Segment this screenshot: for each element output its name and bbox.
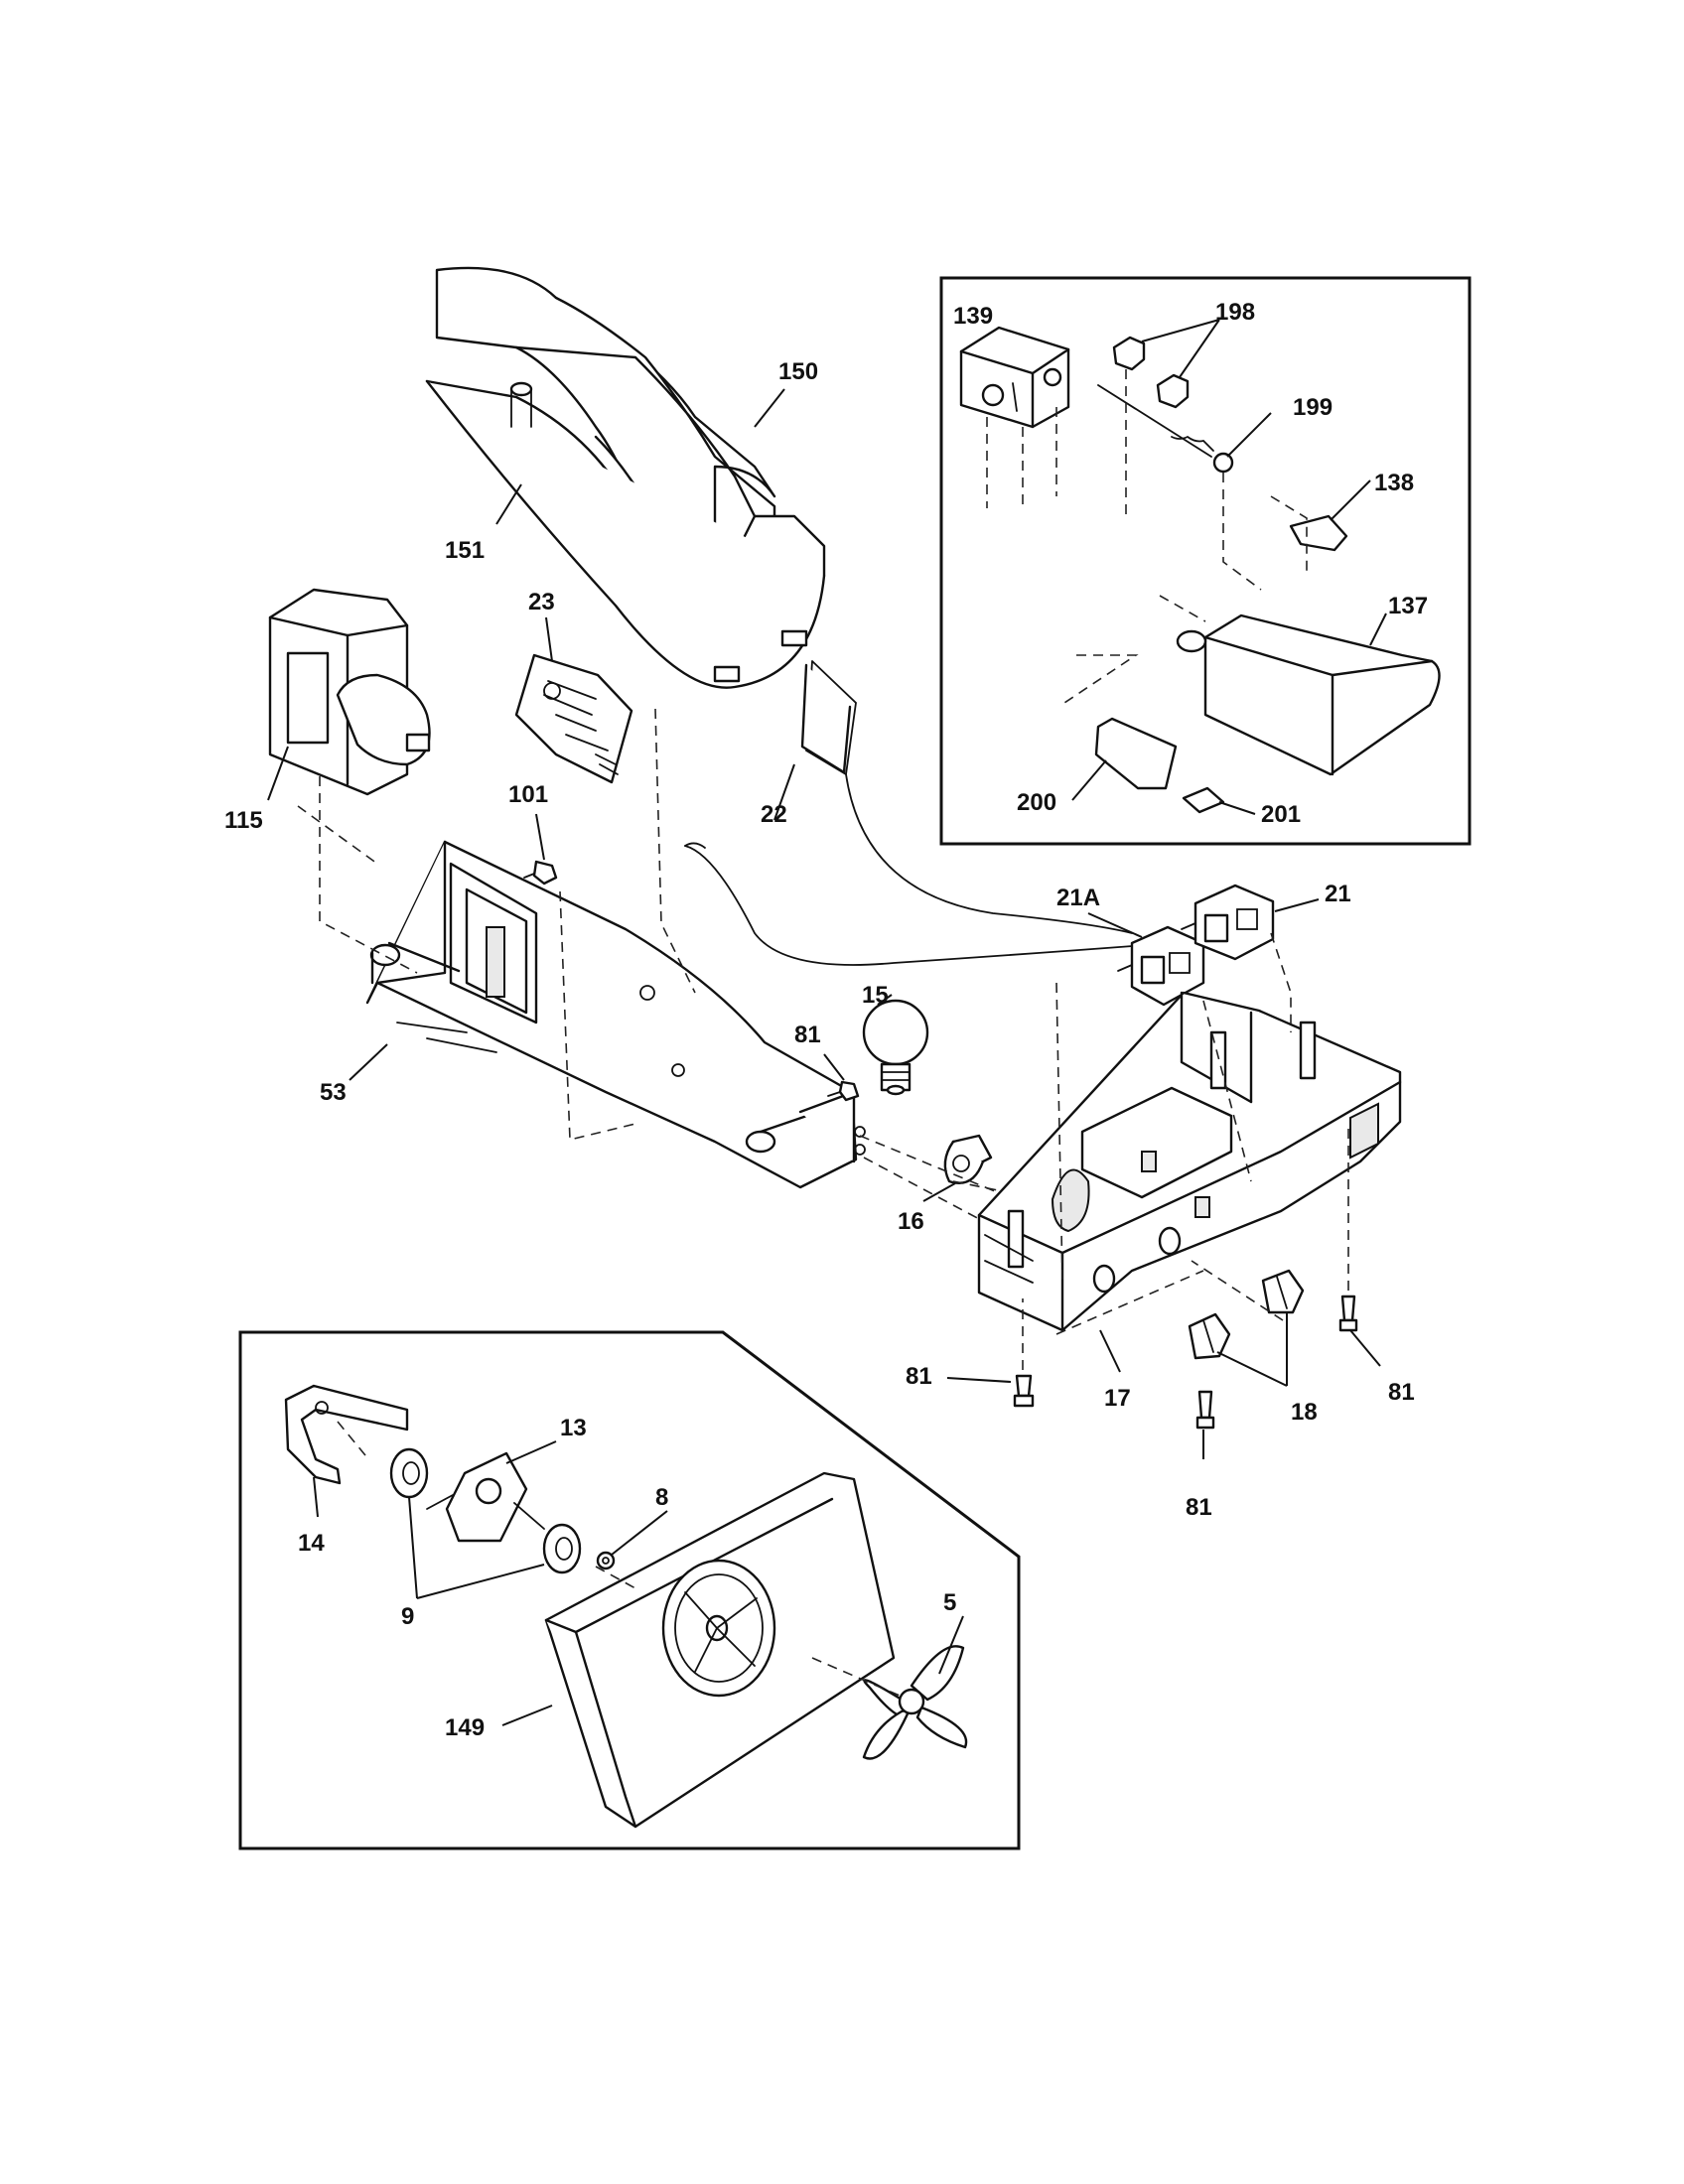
fan-blade-5-part bbox=[862, 1645, 968, 1760]
leader-115 bbox=[267, 746, 289, 801]
screw-81-mid bbox=[1195, 1390, 1215, 1430]
leader-138 bbox=[1330, 479, 1371, 521]
callout-53: 53 bbox=[320, 1079, 347, 1106]
solenoid-137-part bbox=[1176, 614, 1441, 776]
leader-137 bbox=[1369, 613, 1387, 646]
callout-21A: 21A bbox=[1056, 885, 1100, 911]
callout-labels: 150 151 139 198 199 138 137 200 201 23 1… bbox=[224, 299, 1428, 1741]
actuator-139-part bbox=[959, 326, 1070, 429]
wire-harness-part bbox=[684, 660, 1173, 966]
dispenser-housing-part bbox=[365, 840, 866, 1189]
lamp-socket-part bbox=[943, 1134, 993, 1184]
knob-18-right bbox=[1261, 1269, 1305, 1314]
leader-200 bbox=[1071, 759, 1107, 801]
switch-21a-part bbox=[1117, 925, 1205, 1007]
washer-8-part bbox=[596, 1551, 616, 1570]
dispenser-base-part bbox=[977, 991, 1402, 1332]
callout-15: 15 bbox=[862, 982, 889, 1009]
leader-53 bbox=[349, 1043, 388, 1081]
spring-rod-199-part bbox=[1097, 384, 1234, 474]
callout-5: 5 bbox=[943, 1589, 956, 1616]
callout-13: 13 bbox=[560, 1415, 587, 1441]
inset-box-fan bbox=[238, 1330, 1021, 1850]
callout-9: 9 bbox=[401, 1603, 414, 1630]
lever-138-part bbox=[1289, 514, 1348, 552]
callout-23: 23 bbox=[528, 589, 555, 615]
callout-150: 150 bbox=[778, 358, 818, 385]
callout-137: 137 bbox=[1388, 593, 1428, 619]
callout-81-right: 81 bbox=[1388, 1379, 1415, 1406]
callout-18: 18 bbox=[1291, 1399, 1318, 1426]
bracket-14-part bbox=[284, 1384, 409, 1485]
leader-81-right bbox=[1349, 1329, 1381, 1367]
leader-17 bbox=[1099, 1329, 1121, 1373]
callout-138: 138 bbox=[1374, 470, 1414, 496]
pad-201-part bbox=[1182, 786, 1225, 814]
leader-15 bbox=[877, 994, 893, 1006]
leader-81-left bbox=[946, 1377, 1012, 1383]
leader-16 bbox=[922, 1182, 956, 1202]
clip-198-part bbox=[1112, 336, 1190, 409]
callout-81-mid: 81 bbox=[1186, 1494, 1212, 1521]
assembly-guide-lines bbox=[297, 369, 1349, 1697]
fan-motor-13-part bbox=[426, 1451, 545, 1543]
callout-198: 198 bbox=[1215, 299, 1255, 326]
inset-box-actuator bbox=[939, 276, 1472, 846]
leader-201 bbox=[1218, 801, 1256, 815]
light-bulb-part bbox=[862, 999, 929, 1096]
auger-motor-part bbox=[268, 588, 431, 796]
leader-150 bbox=[754, 388, 785, 428]
leader-101 bbox=[535, 813, 545, 861]
bearing-9-left bbox=[389, 1447, 429, 1499]
leader-199 bbox=[1226, 412, 1272, 458]
switch-21-part bbox=[1181, 884, 1275, 961]
screw-101 bbox=[523, 860, 558, 886]
leader-21 bbox=[1274, 898, 1320, 912]
callout-201: 201 bbox=[1261, 801, 1301, 828]
knob-18-left bbox=[1188, 1312, 1231, 1360]
callout-115: 115 bbox=[224, 807, 263, 834]
leader-22 bbox=[773, 763, 795, 821]
leader-81-upper bbox=[823, 1053, 845, 1081]
screw-81-left bbox=[1013, 1374, 1035, 1408]
callout-151: 151 bbox=[445, 537, 485, 564]
callout-81-left: 81 bbox=[906, 1363, 932, 1390]
leader-151 bbox=[495, 483, 522, 525]
bearing-9-right bbox=[542, 1523, 582, 1574]
fan-shroud-149-part bbox=[544, 1471, 896, 1829]
callout-17: 17 bbox=[1104, 1385, 1131, 1412]
callout-14: 14 bbox=[298, 1530, 325, 1557]
leader-23 bbox=[545, 616, 553, 662]
callout-199: 199 bbox=[1293, 394, 1333, 421]
callout-8: 8 bbox=[655, 1484, 668, 1511]
callout-101: 101 bbox=[508, 781, 548, 808]
callout-81-upper: 81 bbox=[794, 1022, 821, 1048]
callout-200: 200 bbox=[1017, 789, 1056, 816]
chute-cover-part bbox=[425, 266, 826, 689]
leader-13 bbox=[505, 1440, 557, 1464]
leader-14 bbox=[313, 1476, 319, 1518]
callout-21: 21 bbox=[1325, 881, 1351, 907]
leader-8 bbox=[611, 1510, 668, 1556]
control-board-part bbox=[514, 653, 633, 784]
leader-9 bbox=[408, 1496, 545, 1599]
callout-22: 22 bbox=[761, 801, 787, 828]
screw-81-right bbox=[1338, 1295, 1358, 1332]
leader-21A bbox=[1087, 912, 1143, 938]
callout-149: 149 bbox=[445, 1714, 485, 1741]
leader-149 bbox=[501, 1705, 553, 1726]
callout-139: 139 bbox=[953, 303, 993, 330]
leader-18 bbox=[1216, 1312, 1288, 1387]
callout-16: 16 bbox=[898, 1208, 924, 1235]
leader-5 bbox=[938, 1615, 964, 1675]
pad-200-part bbox=[1094, 717, 1178, 790]
leader-198 bbox=[1141, 319, 1220, 378]
screw-81-upper bbox=[827, 1080, 860, 1102]
